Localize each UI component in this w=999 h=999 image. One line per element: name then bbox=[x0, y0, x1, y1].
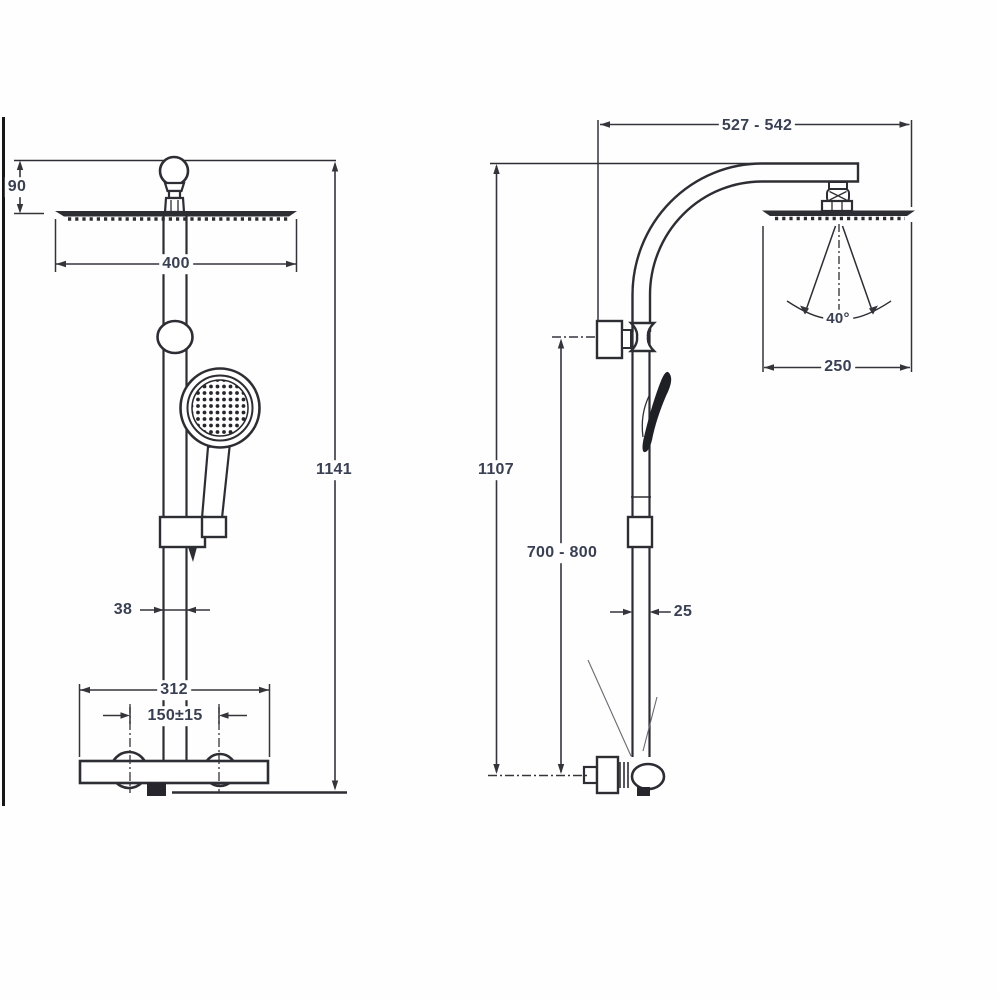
dim-label-head-drop: 90 bbox=[4, 177, 30, 197]
dim-label-slide-range: 700 - 800 bbox=[523, 543, 601, 563]
dim-label-column-height: 1107 bbox=[475, 460, 517, 480]
side-thermostatic-valve bbox=[582, 755, 666, 796]
front-hand-shower-handle bbox=[200, 441, 232, 520]
front-head-ball-joint bbox=[158, 155, 190, 214]
side-spray-cone bbox=[786, 224, 892, 320]
front-valve-body bbox=[78, 759, 270, 785]
front-valve-outlet bbox=[147, 783, 166, 796]
dim-label-inlet-centres: 150±15 bbox=[144, 706, 206, 726]
side-shower-arm bbox=[631, 162, 860, 332]
front-inlet-centerlines bbox=[129, 704, 220, 793]
dim-label-head-width: 400 bbox=[159, 254, 193, 274]
front-holder-clip bbox=[188, 547, 197, 562]
dim-head-width-lines bbox=[54, 219, 298, 272]
dim-label-overall-height: 1141 bbox=[313, 460, 355, 480]
dim-label-column-depth: 25 bbox=[670, 602, 696, 622]
front-view bbox=[14, 155, 347, 796]
dim-label-spray-angle: 40° bbox=[823, 309, 853, 329]
side-view bbox=[488, 120, 915, 796]
side-valve-handle bbox=[630, 762, 666, 791]
side-wall-bracket bbox=[595, 319, 657, 360]
side-slider-block bbox=[626, 515, 654, 549]
front-slider-ring bbox=[156, 319, 194, 355]
side-rain-shower-head bbox=[762, 210, 915, 221]
front-rain-shower-head bbox=[55, 211, 297, 221]
side-hand-shower bbox=[641, 371, 672, 453]
dim-label-valve-width: 312 bbox=[157, 680, 191, 700]
side-head-ball-joint bbox=[820, 181, 854, 213]
side-valve-body bbox=[595, 755, 620, 795]
dim-column-depth-lines bbox=[610, 608, 672, 616]
front-shower-rail bbox=[162, 214, 188, 762]
dim-label-arm-reach: 527 - 542 bbox=[718, 116, 796, 136]
side-valve-tab bbox=[637, 787, 650, 796]
dim-label-head-projection: 250 bbox=[821, 357, 855, 377]
dim-rail-width-lines bbox=[140, 606, 210, 614]
front-hand-shower-head bbox=[179, 367, 261, 449]
front-thermostatic-valve bbox=[78, 750, 270, 796]
front-shower-holder bbox=[158, 515, 228, 562]
dim-label-rail-width: 38 bbox=[110, 600, 136, 620]
side-rail-clamp bbox=[628, 321, 657, 353]
side-leader-lines bbox=[587, 659, 658, 757]
dim-head-projection-lines bbox=[762, 222, 913, 372]
